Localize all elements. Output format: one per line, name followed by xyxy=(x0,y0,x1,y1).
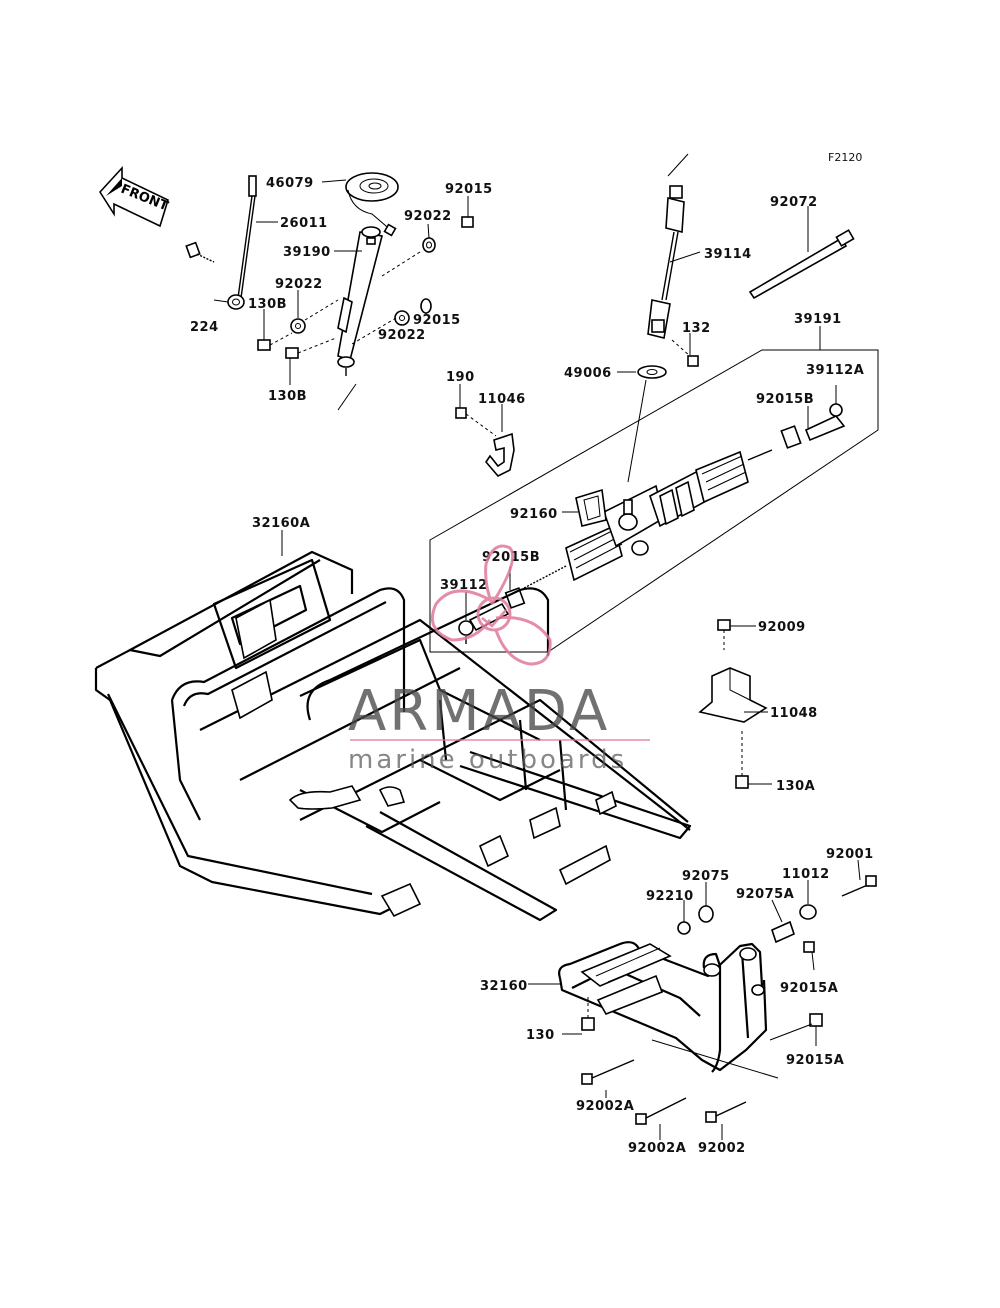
label-92015-b: 92015 xyxy=(413,313,461,328)
watermark-tagline: marine outboards xyxy=(348,745,627,775)
bolt-132-part xyxy=(671,339,699,367)
steering-cap-part xyxy=(345,172,399,237)
label-11012: 11012 xyxy=(782,867,830,882)
watermark-brand: ARMADA xyxy=(348,679,610,744)
label-92022-b: 92022 xyxy=(275,277,323,292)
front-subframe-group: 92001 92075 11012 92210 92075A 92015A 32… xyxy=(480,847,877,1156)
label-32160: 32160 xyxy=(480,979,528,994)
propeller-logo-icon xyxy=(431,544,552,666)
nut-92015-a xyxy=(461,216,474,228)
label-92009: 92009 xyxy=(758,620,806,635)
label-92015a-a: 92015A xyxy=(780,981,838,996)
bolt-92001-part xyxy=(841,859,877,897)
nut-92210-part xyxy=(677,921,691,935)
front-arrow-icon: FRONT xyxy=(98,165,170,228)
diagram-code: F2120 xyxy=(828,151,862,164)
watermark: ARMADA marine outboards xyxy=(348,544,650,775)
label-49006: 49006 xyxy=(564,366,612,381)
label-39112: 39112 xyxy=(440,578,488,593)
label-92075a: 92075A xyxy=(736,887,794,902)
rack-body-part xyxy=(523,449,773,589)
label-92160: 92160 xyxy=(510,507,558,522)
label-32160a: 32160A xyxy=(252,516,310,531)
label-92072: 92072 xyxy=(770,195,818,210)
subframe-32160-part xyxy=(528,941,813,1079)
label-39190: 39190 xyxy=(283,245,331,260)
collar-92075-part xyxy=(698,905,714,923)
rod-part xyxy=(227,175,257,310)
label-26011: 26011 xyxy=(280,216,328,231)
steering-shaft-part xyxy=(337,226,383,411)
bolt-130a-part xyxy=(735,730,749,789)
label-92002: 92002 xyxy=(698,1141,746,1156)
label-92002a-b: 92002A xyxy=(628,1141,686,1156)
label-130: 130 xyxy=(526,1028,555,1043)
washer-92022-a xyxy=(422,237,436,253)
bolt-92002a-b-part xyxy=(635,1097,687,1140)
cable-tie-92072: 92072 xyxy=(748,195,855,300)
label-92015a-b: 92015A xyxy=(786,1053,844,1068)
tie-rod-end-39112a xyxy=(780,385,846,449)
nut-92015a-a-part xyxy=(803,941,815,953)
steering-column-group: 46079 26011 39190 92015 92022 92022 9201… xyxy=(185,172,493,411)
label-39191: 39191 xyxy=(794,312,842,327)
label-224: 224 xyxy=(190,320,219,335)
label-92015b-b: 92015B xyxy=(482,550,540,565)
label-39114: 39114 xyxy=(704,247,752,262)
main-frame-32160a: 32160A xyxy=(94,516,692,922)
intermediate-shaft-group: 39114 132 49006 xyxy=(564,153,752,483)
label-92001: 92001 xyxy=(826,847,874,862)
bolt-92002-part xyxy=(705,1101,747,1140)
bolt-224-part xyxy=(185,241,215,263)
washer-92022-b xyxy=(290,318,306,334)
bracket-11046 xyxy=(455,384,515,477)
label-11048: 11048 xyxy=(770,706,818,721)
label-46079: 46079 xyxy=(266,176,314,191)
bolt-92002a-a-part xyxy=(581,1059,635,1098)
label-92002a-a: 92002A xyxy=(576,1099,634,1114)
bolt-130b-b xyxy=(285,337,337,359)
label-92015b-a: 92015B xyxy=(756,392,814,407)
dust-seal-49006 xyxy=(637,365,667,379)
washer-92022-c xyxy=(394,310,410,326)
steering-rack-group: 39191 xyxy=(429,312,879,653)
label-92075: 92075 xyxy=(682,869,730,884)
label-130a: 130A xyxy=(776,779,815,794)
label-92015-a: 92015 xyxy=(445,182,493,197)
label-92022-a: 92022 xyxy=(404,209,452,224)
bracket-11048-part xyxy=(698,667,768,723)
clamp-92160 xyxy=(562,488,607,527)
bolt-92009-part xyxy=(717,619,731,650)
nut-11012-part xyxy=(799,904,817,920)
collar-92075a-part xyxy=(771,920,795,944)
label-130b-b: 130B xyxy=(268,389,307,404)
label-11046: 11046 xyxy=(478,392,526,407)
label-92022-c: 92022 xyxy=(378,328,426,343)
bolt-130-part xyxy=(562,996,595,1035)
label-92210: 92210 xyxy=(646,889,694,904)
label-130b-a: 130B xyxy=(248,297,287,312)
nut-92015-b xyxy=(420,298,432,314)
label-39112a: 39112A xyxy=(806,363,864,378)
label-132: 132 xyxy=(682,321,711,336)
bracket-11048-group: 92009 11048 130A xyxy=(698,619,818,794)
label-190: 190 xyxy=(446,370,475,385)
